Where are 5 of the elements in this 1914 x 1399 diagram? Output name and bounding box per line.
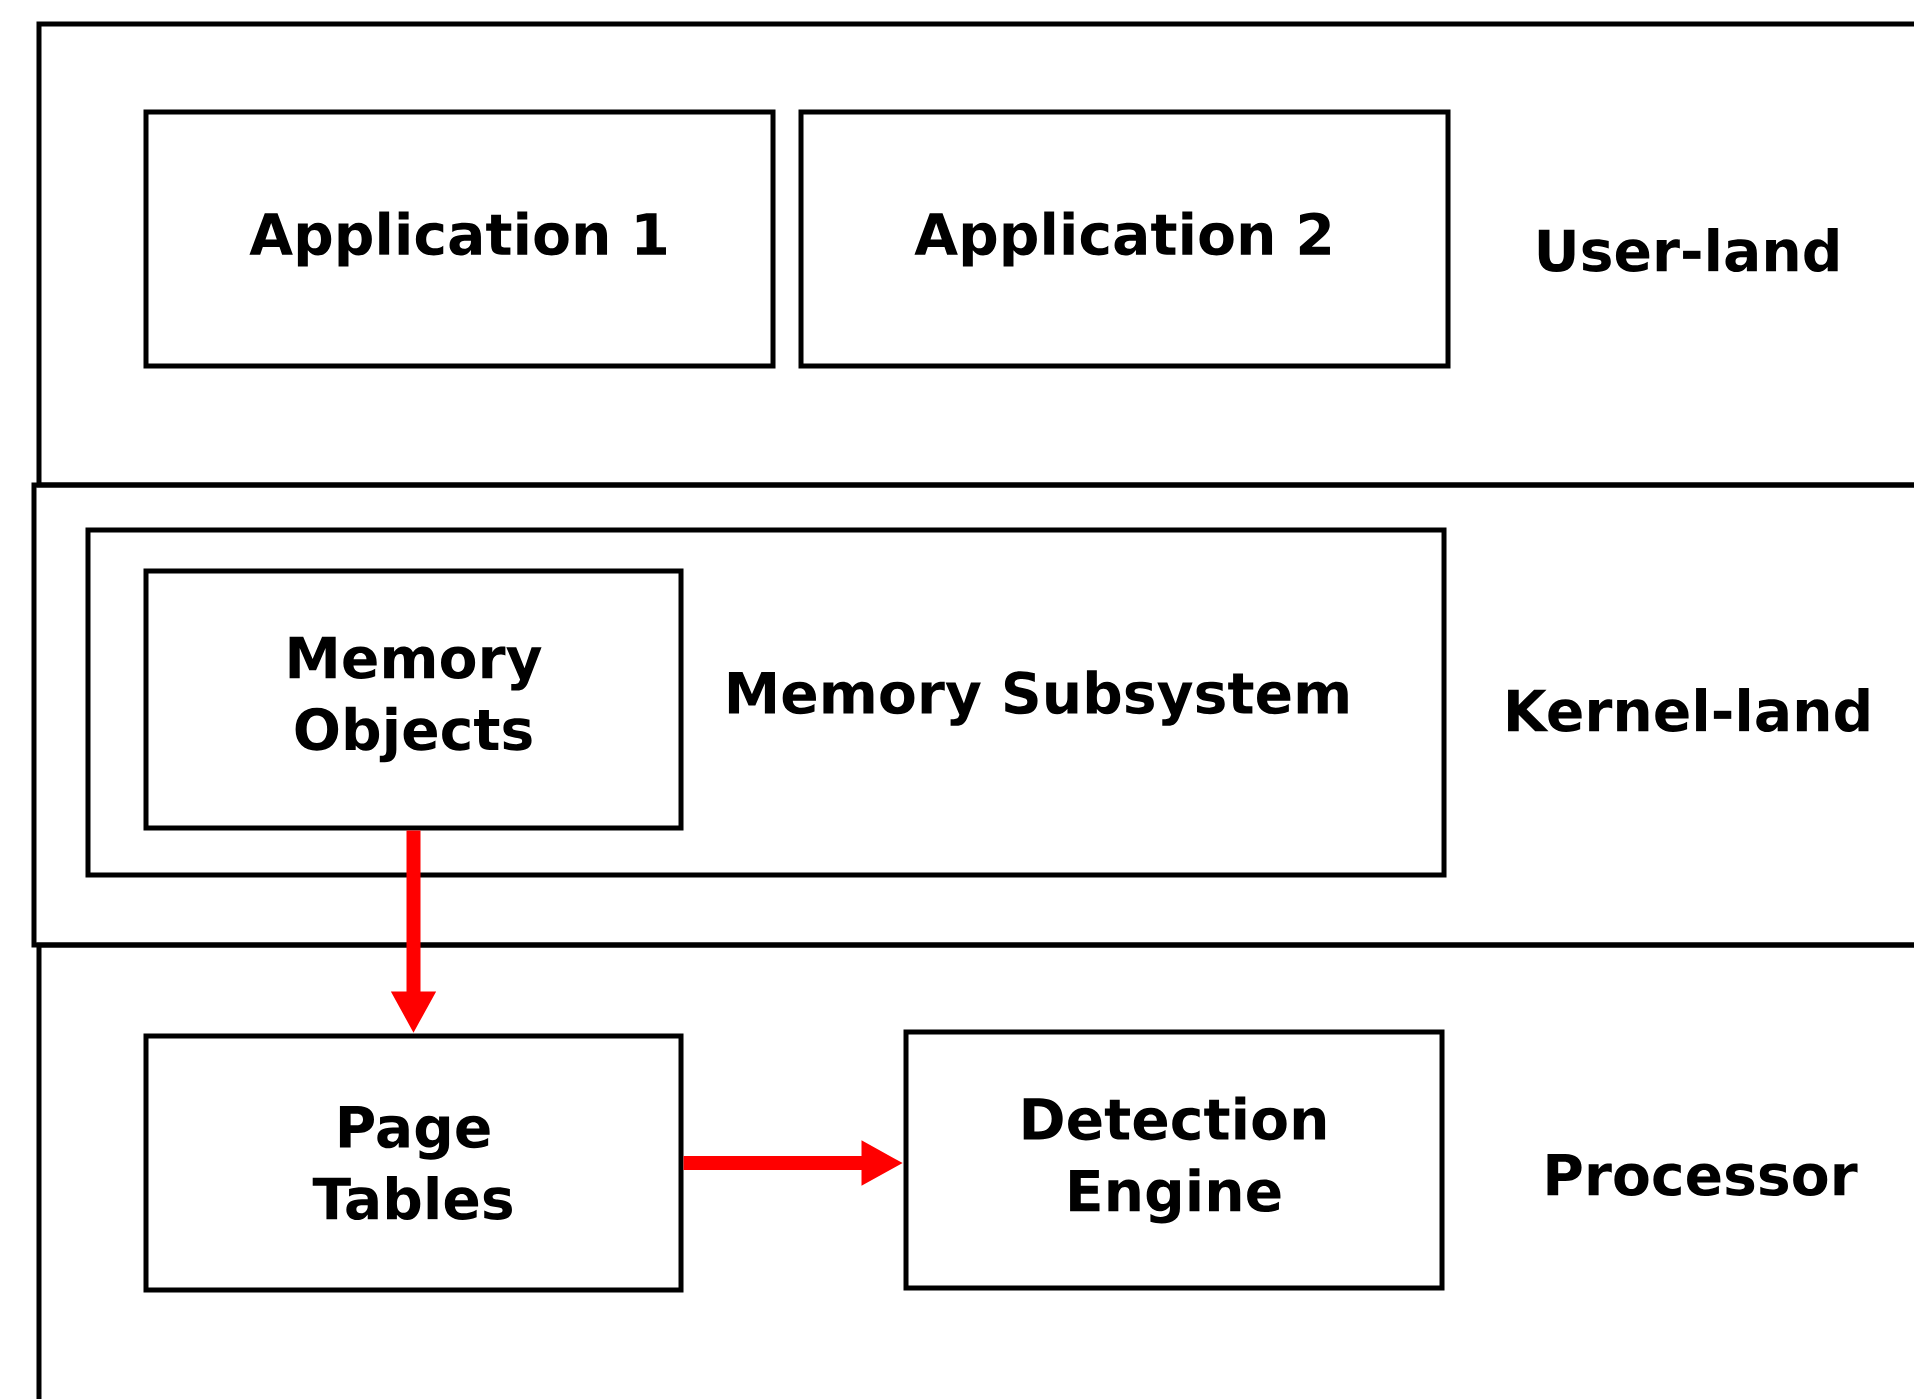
process-box: Detection Engine (903, 1029, 1445, 1291)
process-box: Page Tables (143, 1033, 684, 1293)
process-box: Application 2 (798, 109, 1451, 369)
process-box: Memory Objects (143, 568, 684, 831)
process-box: Application 1 (143, 109, 776, 369)
